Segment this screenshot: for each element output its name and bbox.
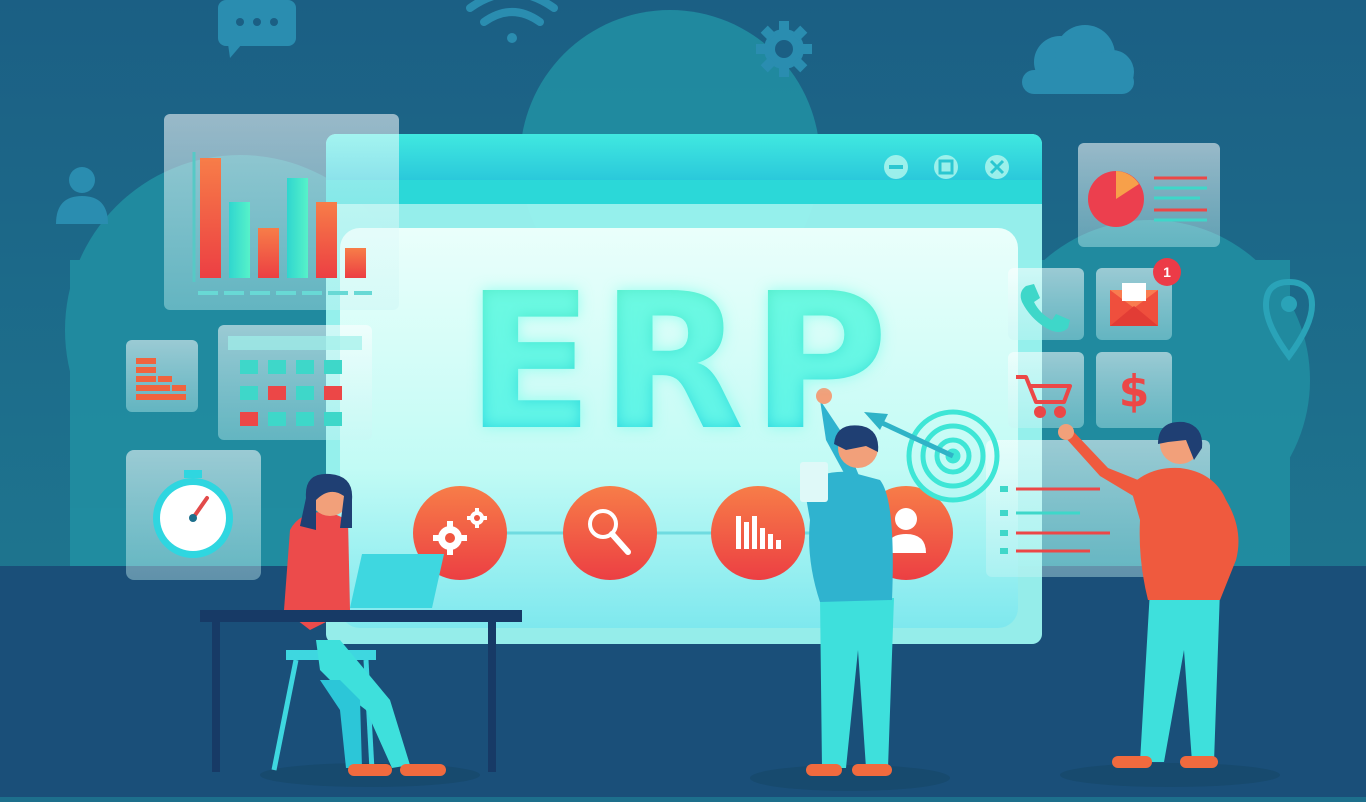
search-icon[interactable] xyxy=(563,486,657,580)
chat-bubble-icon xyxy=(218,0,296,58)
phone-icon xyxy=(1020,284,1070,332)
calendar-panel xyxy=(218,325,372,440)
man-center xyxy=(750,388,950,791)
stopwatch-icon xyxy=(153,470,233,558)
user-icon xyxy=(56,167,108,224)
location-pin-icon xyxy=(1262,278,1316,362)
close-icon[interactable] xyxy=(985,155,1009,179)
gear-icon xyxy=(756,21,812,77)
cart-icon xyxy=(1016,375,1072,418)
cloud-icon xyxy=(1022,25,1134,94)
analytics-icon[interactable] xyxy=(711,486,805,580)
dollar-icon: $ xyxy=(1119,366,1150,417)
notification-count: 1 xyxy=(1163,264,1171,280)
wifi-icon xyxy=(466,0,558,43)
stopwatch-panel xyxy=(126,450,261,580)
stacked-bars-panel xyxy=(126,340,198,412)
arrow-icon xyxy=(864,412,955,459)
minimize-icon[interactable] xyxy=(884,155,908,179)
maximize-icon[interactable] xyxy=(934,155,958,179)
bar-chart-icon xyxy=(192,152,372,295)
man-right xyxy=(1058,421,1280,787)
stacked-bars-icon xyxy=(136,358,186,400)
mail-panel xyxy=(1096,258,1181,340)
bar-chart-panel xyxy=(164,114,399,310)
cart-panel xyxy=(1008,352,1084,428)
woman-at-desk xyxy=(200,473,522,787)
pie-chart-panel xyxy=(1078,143,1220,247)
pie-chart-icon xyxy=(1088,171,1207,227)
target-icon xyxy=(906,409,1000,503)
calendar-icon xyxy=(228,336,362,426)
mail-icon xyxy=(1110,283,1158,326)
notification-badge xyxy=(1153,258,1181,286)
erp-title: ERP xyxy=(340,253,1020,472)
dollar-panel: $ xyxy=(1096,352,1172,428)
phone-panel xyxy=(1008,268,1084,340)
